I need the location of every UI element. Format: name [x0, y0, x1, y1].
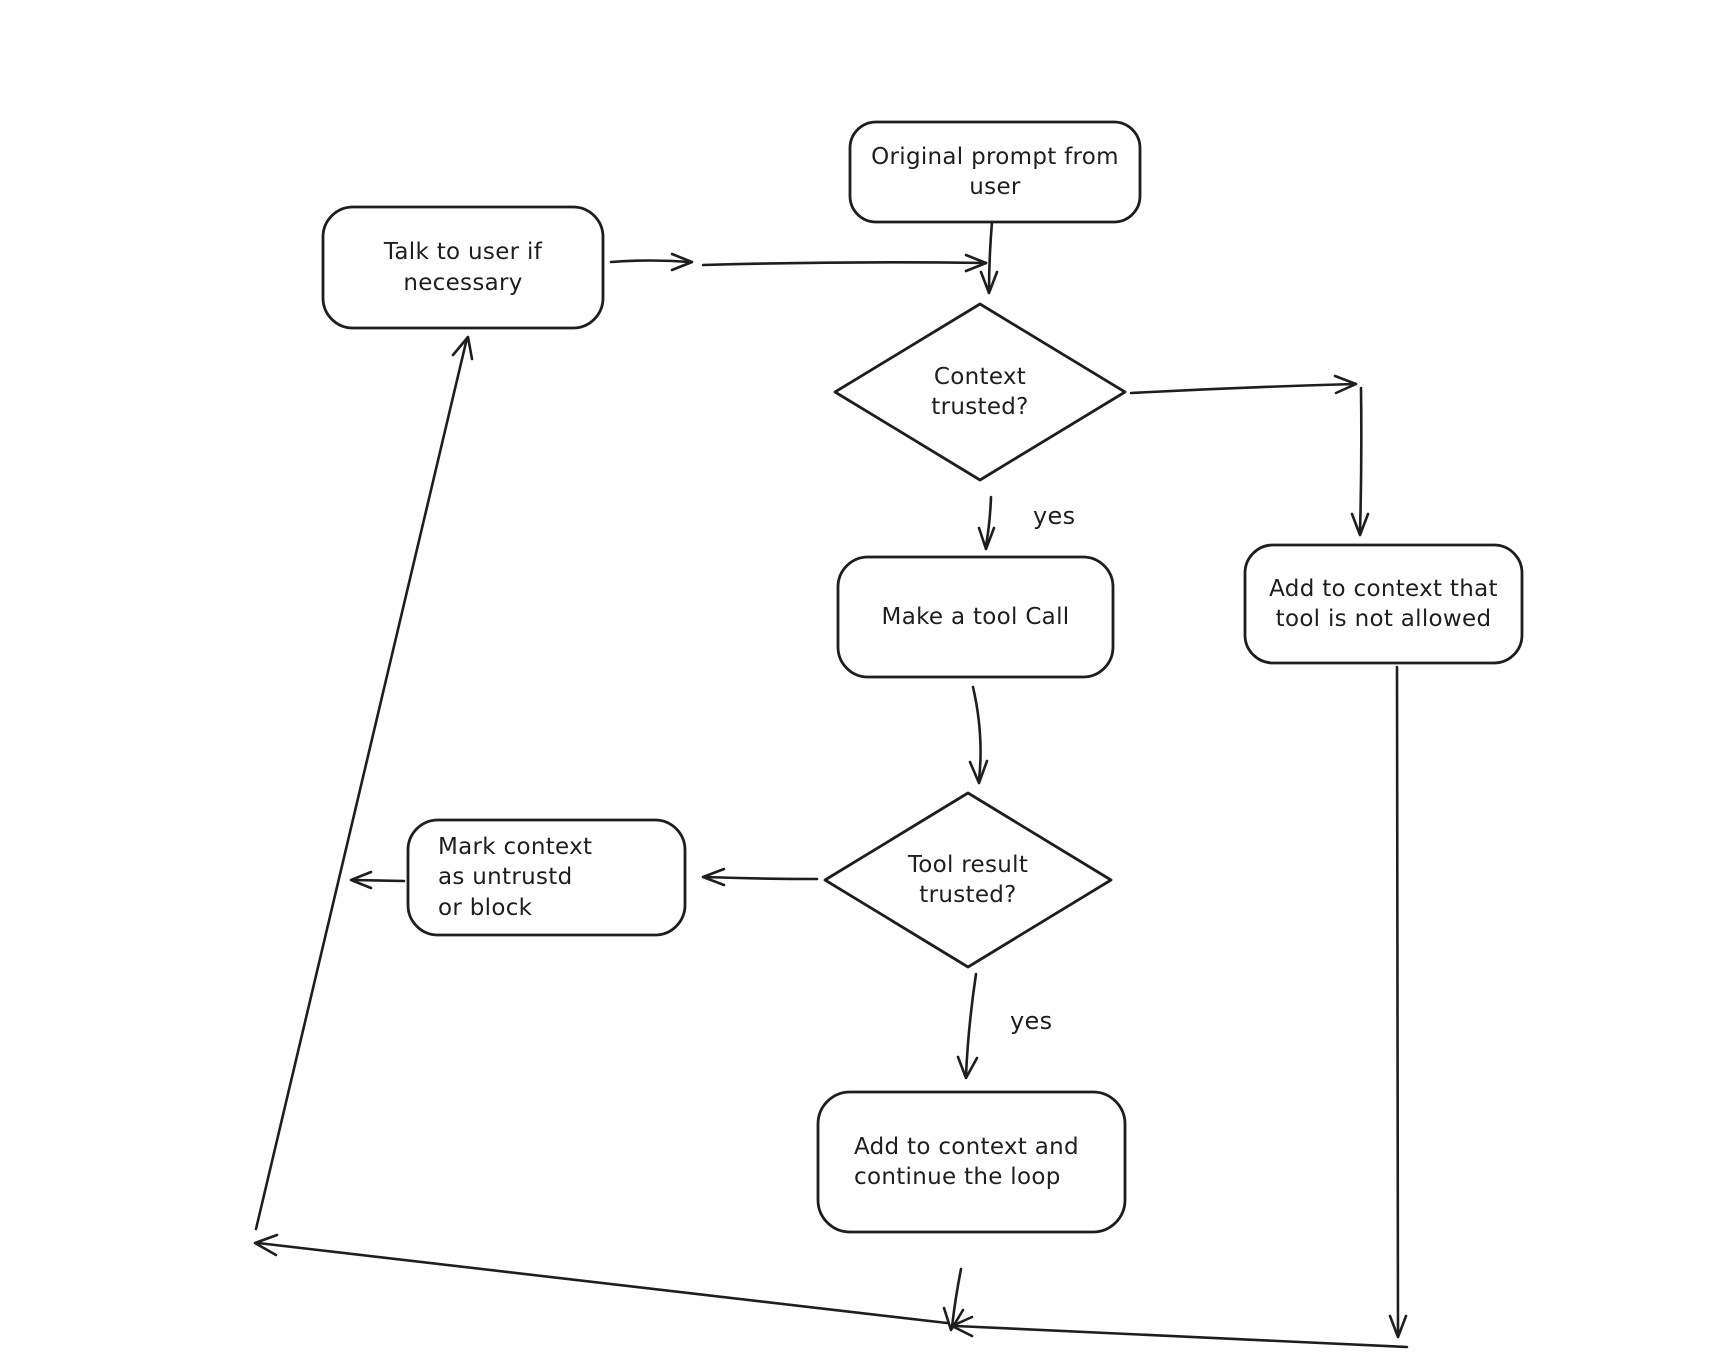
edge-talk-to-context-2: [701, 261, 988, 267]
edge-toolcall-to-result: [971, 685, 982, 782]
edge-loop-to-return: [950, 1267, 963, 1329]
make-tool-call-node: [836, 555, 1115, 679]
arrowhead-down-icon: [977, 526, 996, 551]
mark-context-node: [406, 818, 687, 937]
edge-result-yes: [964, 972, 978, 1078]
arrowhead-down-icon: [1388, 1314, 1408, 1339]
context-trusted-decision: [833, 302, 1127, 482]
arrowhead-right-icon: [964, 253, 988, 273]
arrowhead-left-icon: [349, 870, 373, 890]
talk-to-user-node: [321, 205, 605, 330]
arrowhead-up-icon: [451, 335, 474, 361]
tool-not-allowed-node: [1243, 543, 1524, 665]
edge-bottom-return-1: [954, 1324, 1409, 1349]
arrowhead-down-icon: [1350, 512, 1370, 537]
edge-return-diagonal: [254, 336, 469, 1231]
arrowhead-left-icon: [253, 1233, 279, 1257]
arrowhead-left-icon: [950, 1315, 974, 1338]
arrowhead-right-icon: [670, 252, 694, 272]
arrowhead-down-icon: [942, 1306, 965, 1332]
edge-context-to-notallowed-1: [1129, 382, 1357, 395]
arrowhead-right-icon: [1333, 374, 1358, 395]
edge-bottom-return-2: [256, 1241, 949, 1325]
arrowhead-down-icon: [956, 1055, 979, 1080]
edge-notallowed-down: [1395, 665, 1400, 1337]
edge-context-yes: [984, 495, 993, 548]
edge-mark-to-return: [351, 878, 406, 883]
arrowhead-left-icon: [701, 867, 726, 887]
original-prompt-node: [848, 120, 1142, 224]
arrowhead-down-icon: [968, 759, 989, 785]
tool-result-trusted-decision: [823, 791, 1113, 969]
continue-loop-node: [816, 1090, 1127, 1234]
arrowhead-down-icon: [979, 270, 999, 295]
edge-result-to-mark: [703, 875, 819, 881]
edge-context-to-notallowed-2: [1358, 386, 1363, 534]
edge-talk-to-context-1: [609, 259, 692, 264]
edge-prompt-to-context: [987, 220, 994, 294]
